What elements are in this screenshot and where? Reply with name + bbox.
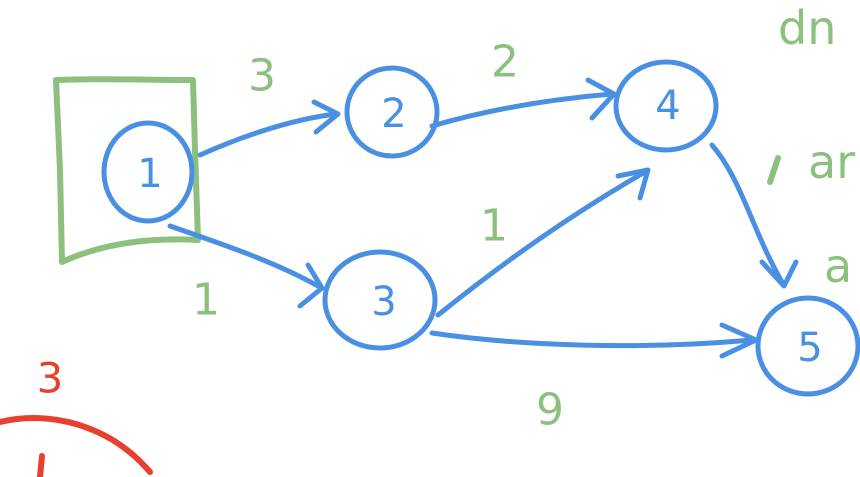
node-label-5: 5 (797, 325, 822, 371)
red-stroke (37, 453, 45, 477)
weight-1-2: 3 (248, 51, 276, 102)
weight-2-4: 2 (491, 37, 519, 88)
edge-3-4 (435, 167, 651, 318)
node-1: 1 (101, 120, 195, 224)
red-label: 3 (37, 354, 64, 403)
node-4: 4 (613, 59, 719, 153)
weight-3-4: 1 (480, 201, 508, 252)
weight-1-3: 1 (192, 275, 220, 326)
edge-2-4 (429, 77, 617, 129)
weight-3-5: 9 (536, 385, 564, 436)
highlight-box (53, 76, 201, 265)
node-5: 5 (755, 295, 860, 397)
edge-1-3 (167, 223, 325, 309)
bullet-mark (767, 155, 781, 185)
node-3: 3 (322, 249, 438, 351)
node-label-2: 2 (381, 91, 406, 137)
side-note-2: ar (808, 135, 855, 189)
side-note-3: a (824, 239, 852, 293)
edge-4-5 (709, 142, 799, 289)
red-arc (0, 415, 153, 475)
edge-3-5 (429, 322, 759, 359)
node-2: 2 (344, 65, 440, 159)
node-label-3: 3 (371, 279, 396, 325)
edge-1-2 (197, 99, 341, 158)
side-note-1: dn (778, 1, 836, 55)
node-label-1: 1 (137, 151, 162, 197)
node-label-4: 4 (655, 83, 680, 129)
